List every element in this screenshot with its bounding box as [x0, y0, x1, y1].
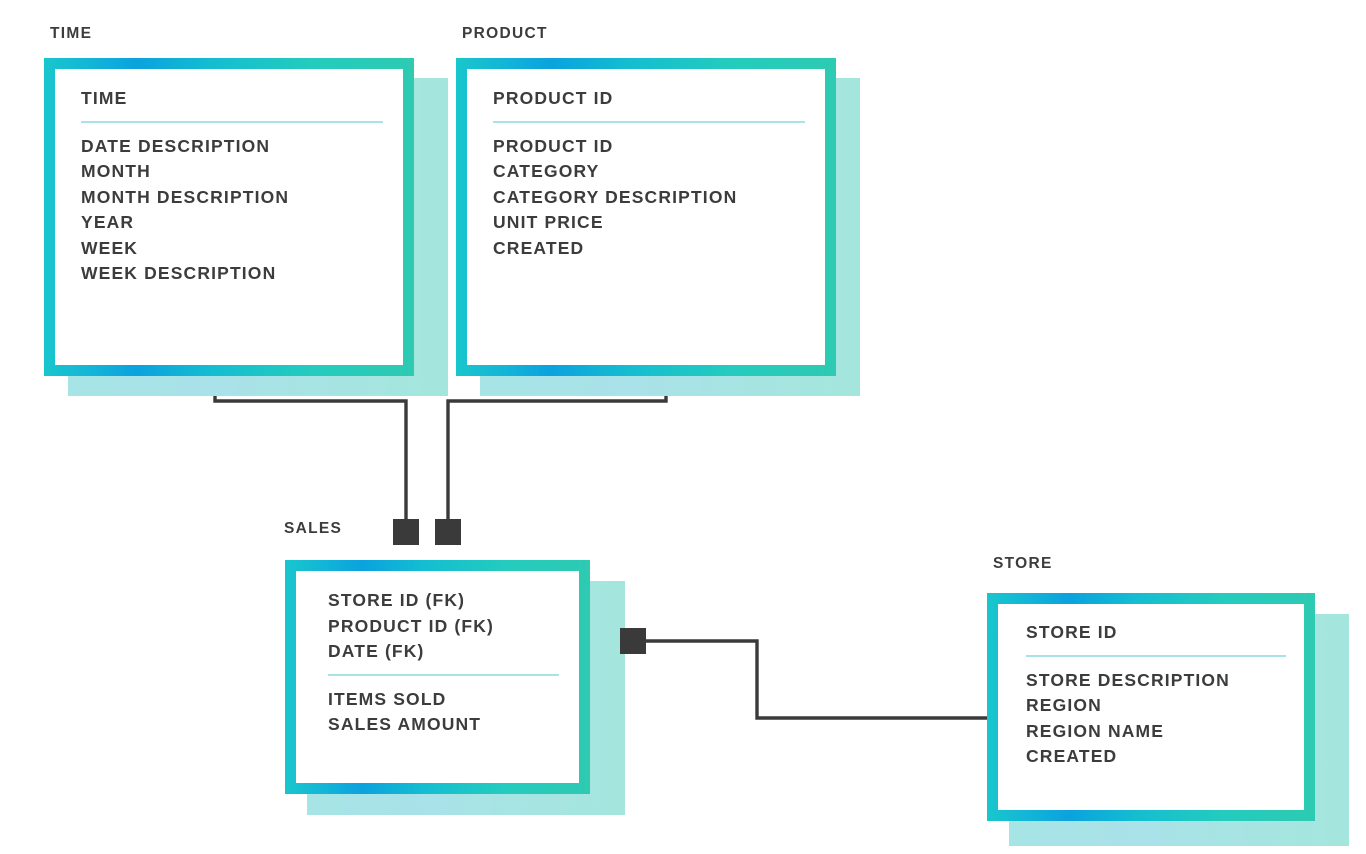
entity-product-field-0: PRODUCT ID: [493, 135, 614, 156]
connector-terminal-time: [393, 519, 419, 545]
entity-product-fields: PRODUCT ID CATEGORY CATEGORY DESCRIPTION…: [493, 134, 805, 262]
entity-time-field-4: WEEK: [81, 237, 139, 258]
entity-store-primary-keys: STORE ID: [1026, 620, 1286, 653]
connector-terminal-product: [435, 519, 461, 545]
entity-product-field-1: CATEGORY: [493, 161, 600, 181]
entity-product-title: PRODUCT: [462, 25, 548, 42]
entity-sales-title: SALES: [284, 520, 343, 537]
connector-sales-to-store: [643, 639, 990, 720]
entity-store-field-3: CREATED: [1026, 746, 1118, 766]
entity-time[interactable]: TIME TIME DATE DESCRIPTION MONTH MONTH D…: [44, 25, 448, 396]
entity-time-field-1: MONTH: [81, 161, 151, 181]
entity-product[interactable]: PRODUCT PRODUCT ID PRODUCT ID CATEGORY C…: [456, 25, 860, 396]
entity-time-frame: TIME DATE DESCRIPTION MONTH MONTH DESCRI…: [44, 58, 414, 376]
entity-product-pk-0: PRODUCT ID: [493, 88, 614, 108]
entity-sales-frame: STORE ID (FK) PRODUCT ID (FK) DATE (FK) …: [285, 560, 590, 794]
entity-time-field-2: MONTH DESCRIPTION: [81, 186, 290, 207]
entity-time-fields: DATE DESCRIPTION MONTH MONTH DESCRIPTION…: [81, 134, 383, 287]
entity-sales-field-1: SALES AMOUNT: [328, 714, 482, 734]
entity-product-primary-keys: PRODUCT ID: [493, 86, 805, 119]
entity-sales-pk-0: STORE ID (FK): [328, 590, 466, 610]
entity-time-pk-0: TIME: [81, 88, 128, 108]
entity-sales-field-0: ITEMS SOLD: [328, 688, 447, 709]
entity-sales-divider: [328, 673, 559, 676]
entity-time-primary-keys: TIME: [81, 86, 383, 119]
entity-product-frame: PRODUCT ID PRODUCT ID CATEGORY CATEGORY …: [456, 58, 836, 376]
entity-time-field-0: DATE DESCRIPTION: [81, 135, 271, 156]
entity-product-field-3: UNIT PRICE: [493, 212, 604, 232]
entity-time-divider: [81, 120, 383, 123]
entity-product-field-4: CREATED: [493, 237, 585, 258]
entity-store-title: STORE: [993, 555, 1053, 572]
entity-time-title: TIME: [50, 25, 93, 42]
entity-store-frame: STORE ID STORE DESCRIPTION REGION REGION…: [987, 593, 1315, 821]
entity-sales-primary-keys: STORE ID (FK) PRODUCT ID (FK) DATE (FK): [328, 588, 559, 672]
connector-terminal-store: [620, 628, 646, 654]
entity-time-field-5: WEEK DESCRIPTION: [81, 263, 277, 283]
entity-store-fields: STORE DESCRIPTION REGION REGION NAME CRE…: [1026, 668, 1286, 770]
entity-time-field-3: YEAR: [81, 212, 135, 232]
entity-sales[interactable]: SALES STORE ID (FK) PRODUCT ID (FK) DATE…: [284, 520, 625, 815]
entity-sales-fields: ITEMS SOLD SALES AMOUNT: [328, 687, 559, 738]
entity-store-field-0: STORE DESCRIPTION: [1026, 669, 1230, 690]
entity-product-field-2: CATEGORY DESCRIPTION: [493, 186, 738, 207]
entity-store-field-1: REGION: [1026, 695, 1102, 715]
entity-store-divider: [1026, 654, 1286, 657]
entity-product-divider: [493, 120, 805, 123]
entity-store-field-2: REGION NAME: [1026, 720, 1165, 741]
entity-store[interactable]: STORE STORE ID STORE DESCRIPTION REGION …: [987, 555, 1349, 846]
entity-sales-pk-2: DATE (FK): [328, 641, 425, 661]
entity-sales-pk-1: PRODUCT ID (FK): [328, 615, 494, 636]
entity-store-pk-0: STORE ID: [1026, 622, 1118, 642]
